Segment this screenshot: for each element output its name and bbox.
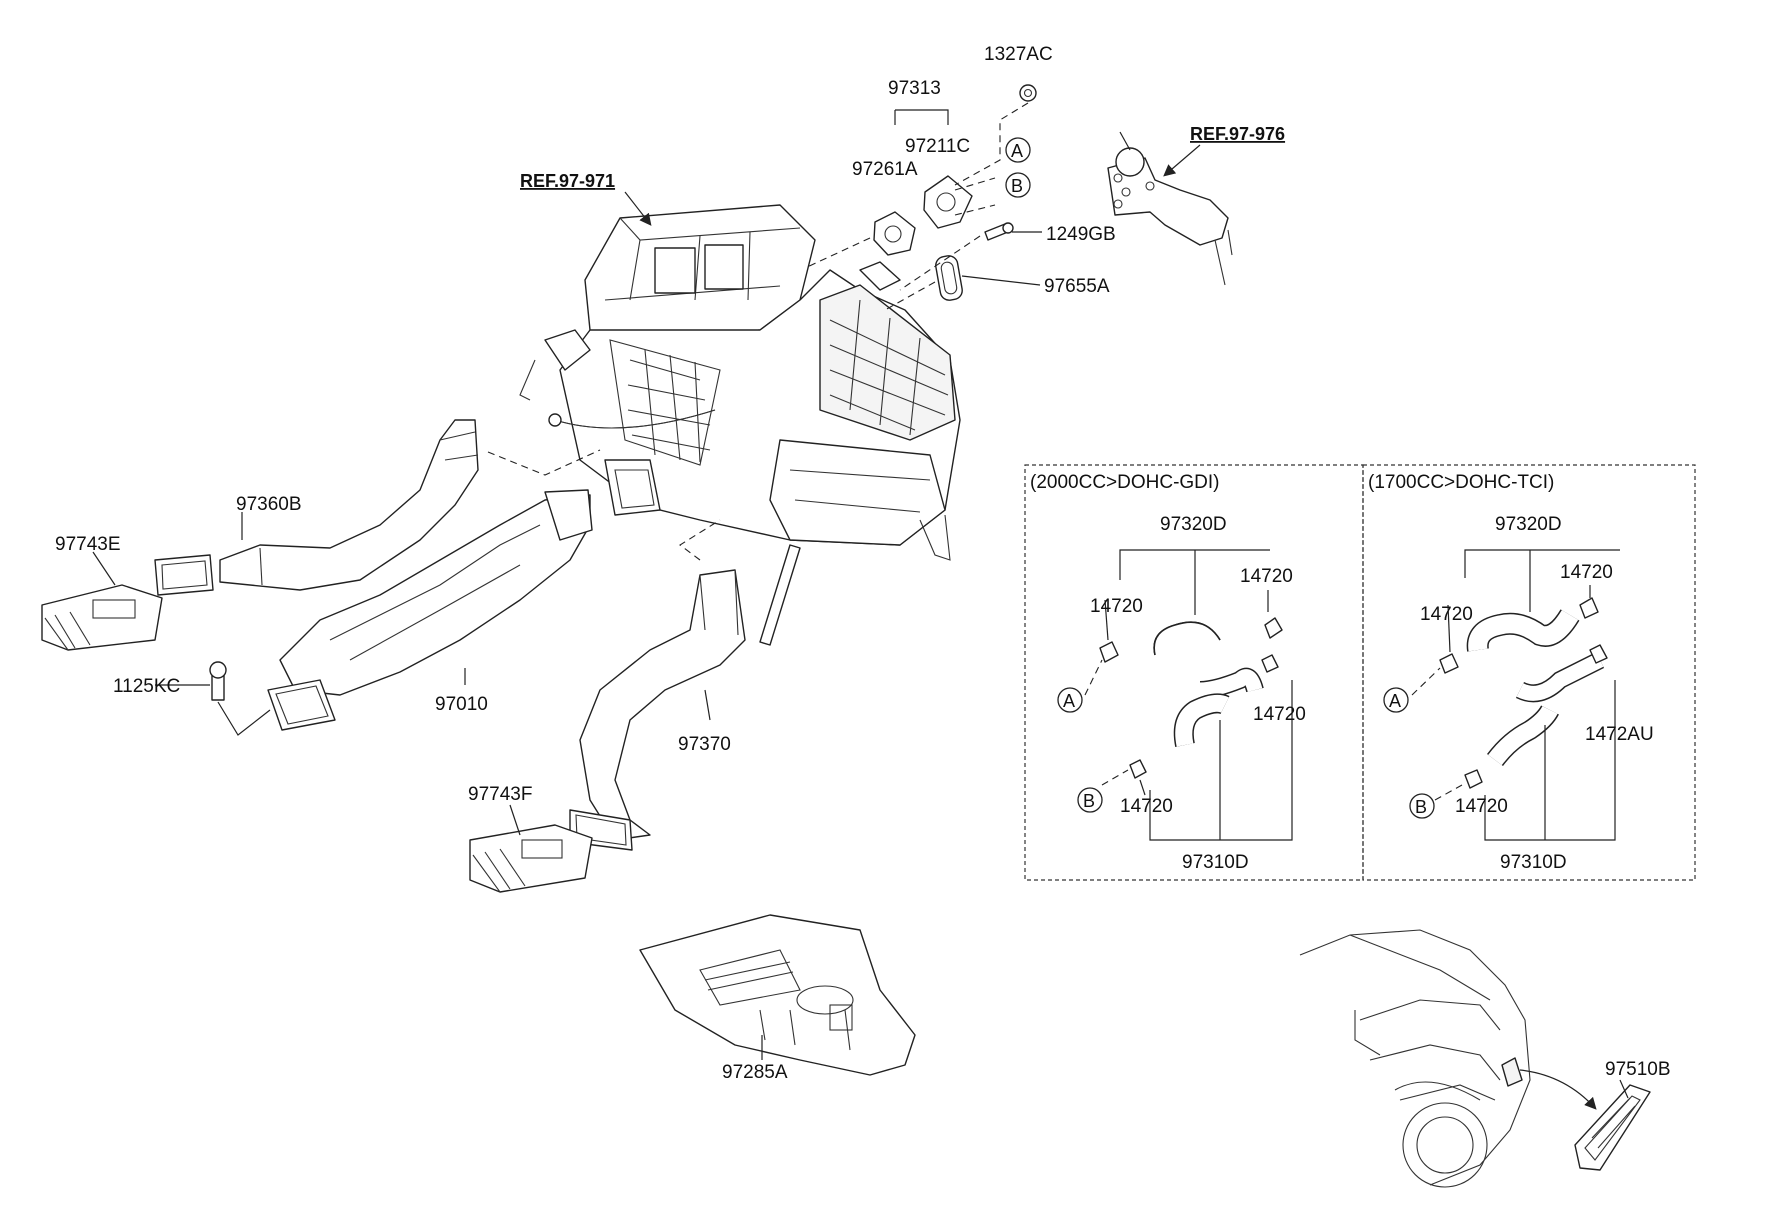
svg-text:A: A [1011, 141, 1023, 161]
heater-unit [1107, 147, 1233, 286]
tci-97320d: 97320D [1495, 514, 1562, 535]
label-1249gb: 1249GB [1046, 224, 1116, 245]
gdi-marker-a: A [1057, 687, 1083, 713]
gdi-14720-a: 14720 [1090, 596, 1143, 617]
hvac-assembly [519, 204, 961, 646]
label-97360b: 97360B [236, 494, 302, 515]
garnish-97743f [469, 824, 593, 893]
label-1125kc: 1125KC [113, 676, 180, 697]
ref-hvac: REF.97-971 [520, 171, 615, 191]
svg-text:A: A [1389, 691, 1401, 711]
title-tci: (1700CC>DOHC-TCI) [1368, 472, 1554, 493]
grommet-97655a [935, 255, 963, 301]
duct-97010 [267, 489, 593, 731]
label-97743f: 97743F [468, 784, 532, 805]
label-97370: 97370 [678, 734, 731, 755]
label-97010: 97010 [435, 694, 488, 715]
car-rear-illustration [1299, 929, 1531, 1188]
svg-text:B: B [1083, 791, 1095, 811]
tci-14720-b: 14720 [1560, 562, 1613, 583]
nut-1327ac [1019, 84, 1037, 102]
box-gdi [1024, 464, 1364, 881]
tci-1472au: 1472AU [1585, 724, 1654, 745]
label-97655a: 97655A [1044, 276, 1110, 297]
cover-97285a [639, 914, 916, 1076]
label-97510b: 97510B [1605, 1059, 1671, 1080]
gasket-97211c [923, 175, 973, 229]
label-97261a: 97261A [852, 159, 918, 180]
gdi-14720-b: 14720 [1240, 566, 1293, 587]
ref-heater: REF.97-976 [1190, 124, 1285, 144]
gdi-marker-b: B [1077, 787, 1103, 813]
bolt-1249gb [984, 222, 1014, 241]
garnish-97743e [41, 584, 163, 651]
tci-97310d: 97310D [1500, 852, 1567, 873]
svg-text:B: B [1415, 797, 1427, 817]
screw-1125kc [209, 661, 227, 701]
label-97211c: 97211C [905, 136, 970, 157]
title-gdi: (2000CC>DOHC-GDI) [1030, 472, 1220, 493]
tci-14720-a: 14720 [1420, 604, 1473, 625]
box-tci [1362, 464, 1696, 881]
gdi-97310d: 97310D [1182, 852, 1249, 873]
gdi-14720-d: 14720 [1120, 796, 1173, 817]
tci-marker-a: A [1383, 687, 1409, 713]
label-97743e: 97743E [55, 534, 121, 555]
gdi-97320d: 97320D [1160, 514, 1227, 535]
label-97313: 97313 [888, 78, 941, 99]
marker-a-top: A [1005, 137, 1031, 163]
seal-97261a [873, 211, 916, 256]
svg-text:B: B [1011, 176, 1023, 196]
duct-97360b [154, 419, 479, 596]
svg-text:A: A [1063, 691, 1075, 711]
tci-marker-b: B [1409, 793, 1435, 819]
duct-97370 [569, 569, 746, 851]
vent-97510b [1574, 1084, 1651, 1171]
tci-14720-c: 14720 [1455, 796, 1508, 817]
gdi-hoses [1099, 617, 1283, 779]
label-97285a: 97285A [722, 1062, 788, 1083]
marker-b-top: B [1005, 172, 1031, 198]
gdi-14720-c: 14720 [1253, 704, 1306, 725]
label-1327ac: 1327AC [984, 44, 1053, 65]
tci-hoses [1439, 597, 1608, 789]
